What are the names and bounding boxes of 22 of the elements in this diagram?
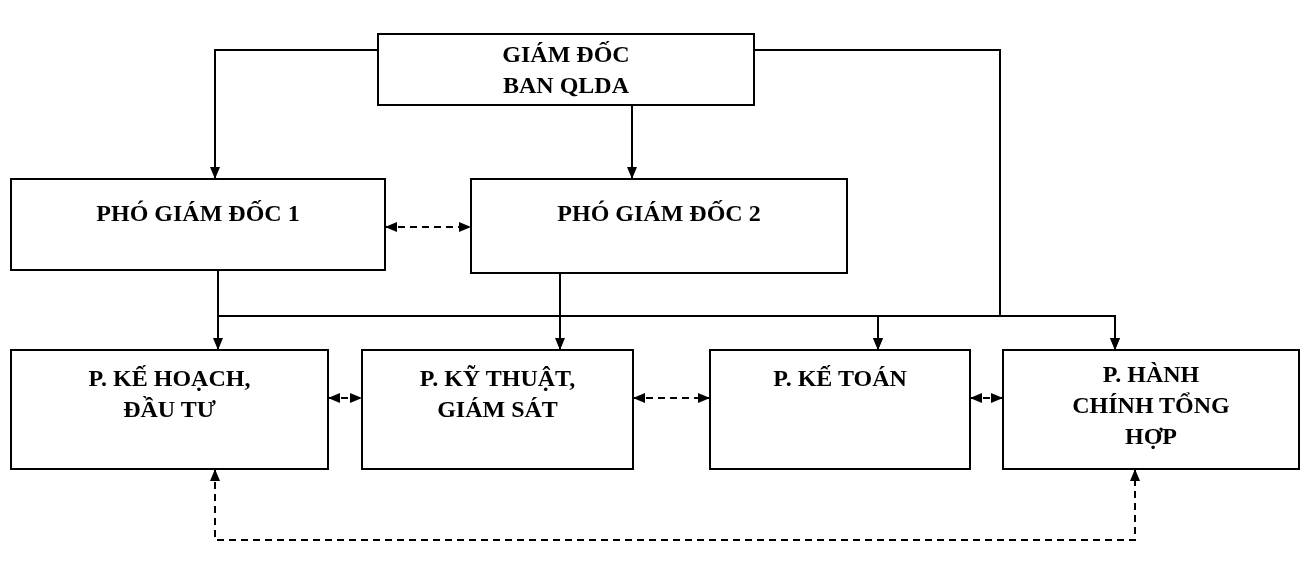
- box-title: PHÓ GIÁM ĐỐC 2: [557, 199, 761, 228]
- box-title: P. KẾ TOÁN: [773, 364, 907, 393]
- org-box: [377, 33, 755, 106]
- box-title: PHÓ GIÁM ĐỐC 1: [96, 199, 300, 228]
- box-title: P. KẾ HOẠCH, ĐẦU TƯ: [87, 364, 252, 425]
- dashed-arrow: [385, 222, 471, 232]
- arrow: [210, 49, 378, 179]
- org-box: [10, 178, 386, 271]
- dashed-arrow: [970, 393, 1003, 403]
- arrow: [627, 105, 637, 179]
- box-title: P. KỸ THUẬT, GIÁM SÁT: [418, 364, 577, 425]
- dashed-arrow: [633, 393, 710, 403]
- box-title: P. HÀNH CHÍNH TỔNG HỢP: [1071, 360, 1231, 452]
- org-box: [10, 349, 329, 470]
- org-box: [470, 178, 848, 274]
- org-box: [1002, 349, 1300, 470]
- dashed-arrow: [328, 393, 362, 403]
- org-box: [709, 349, 971, 470]
- dashed-arrow: [210, 469, 1140, 541]
- box-title: GIÁM ĐỐC BAN QLDA: [501, 40, 631, 101]
- org-box: [361, 349, 634, 470]
- arrow: [555, 273, 565, 350]
